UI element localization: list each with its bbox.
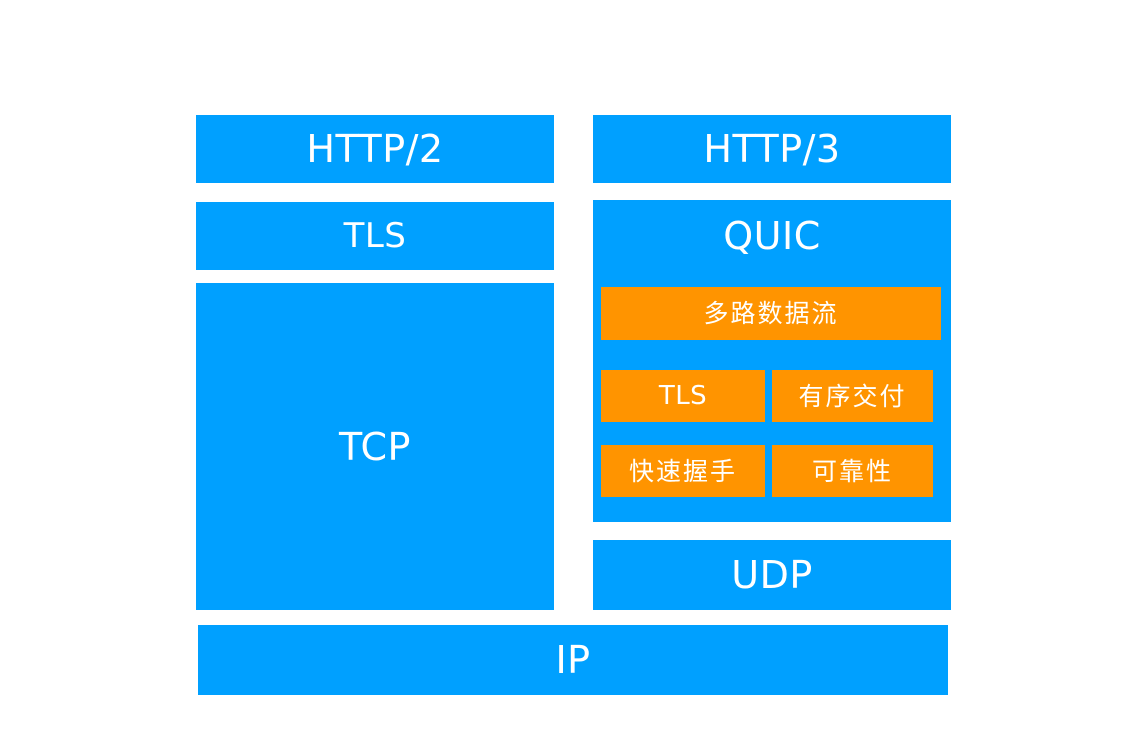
layer-tls: TLS	[196, 202, 554, 270]
layer-ip: IP	[198, 625, 948, 695]
quic-feature-ordered-delivery: 有序交付	[772, 370, 933, 422]
layer-http3: HTTP/3	[593, 115, 951, 183]
layer-quic: QUIC 多路数据流 TLS 有序交付 快速握手 可靠性	[593, 200, 951, 522]
layer-udp: UDP	[593, 540, 951, 610]
http3-stack-column: HTTP/3 QUIC 多路数据流 TLS 有序交付 快速握手 可靠性 UDP	[593, 115, 951, 610]
quic-feature-tls: TLS	[601, 370, 765, 422]
quic-feature-fast-handshake: 快速握手	[601, 445, 765, 497]
http2-stack-column: HTTP/2 TLS TCP	[196, 115, 554, 610]
layer-tcp: TCP	[196, 283, 554, 610]
quic-feature-multiplexed-streams: 多路数据流	[601, 287, 941, 340]
layer-quic-label: QUIC	[723, 214, 821, 258]
layer-http2: HTTP/2	[196, 115, 554, 183]
quic-feature-reliability: 可靠性	[772, 445, 933, 497]
